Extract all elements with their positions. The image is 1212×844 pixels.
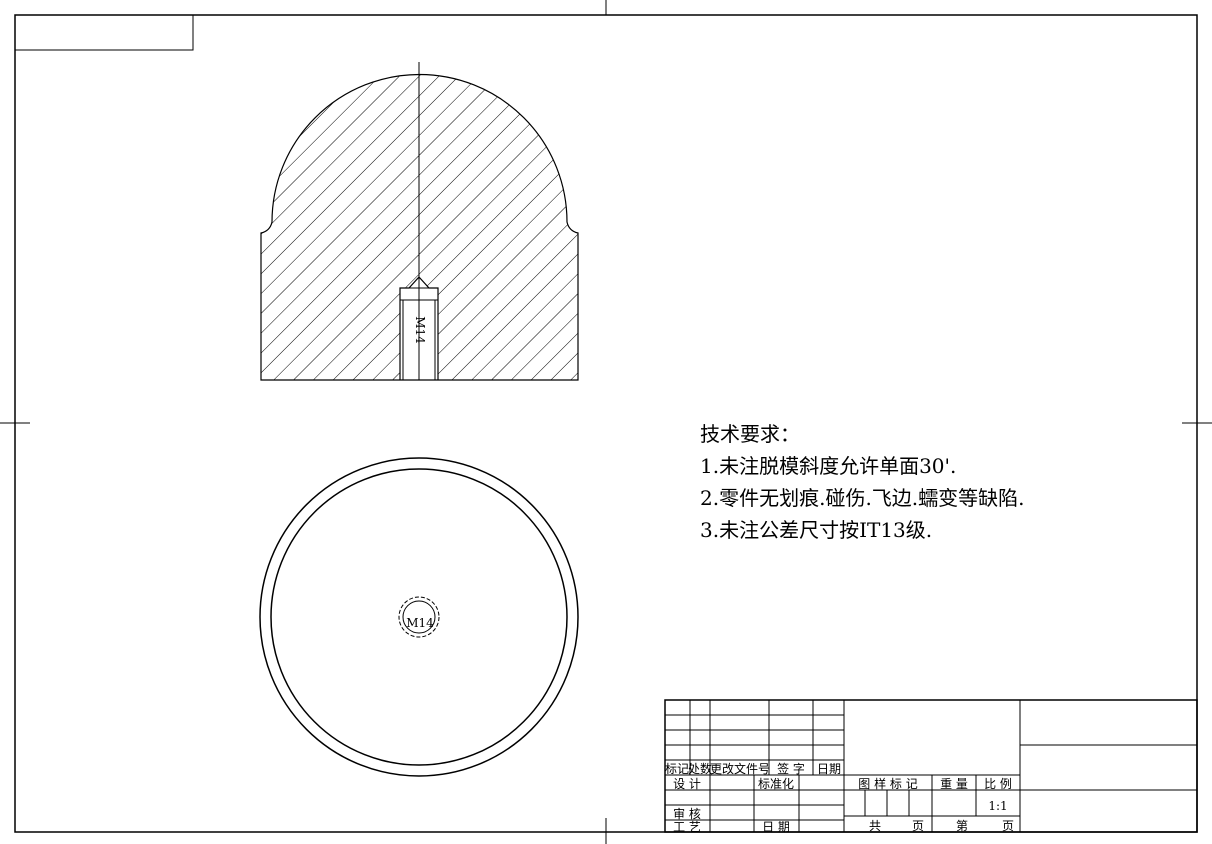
label-date: 日期 xyxy=(817,762,841,776)
label-sheet: 第 xyxy=(956,819,968,833)
top-view: M14 xyxy=(259,457,579,777)
requirement-item: 2.零件无划痕.碰伤.飞边.蠕变等缺陷. xyxy=(700,486,1025,510)
label-drawing-mark: 图 样 标 记 xyxy=(858,776,917,791)
label-standardize: 标准化 xyxy=(758,777,794,791)
label-mark: 标记 xyxy=(665,762,689,776)
section-view: M14 xyxy=(260,62,579,381)
label-count: 处数 xyxy=(688,761,712,776)
requirements-title: 技术要求： xyxy=(700,422,800,446)
outer-circle xyxy=(259,457,579,777)
requirement-item: 1.未注脱模斜度允许单面30'. xyxy=(700,454,956,478)
corner-box xyxy=(14,14,194,51)
label-page2: 页 xyxy=(1002,819,1014,833)
label-weight: 重 量 xyxy=(940,777,968,791)
label-design: 设 计 xyxy=(673,777,701,791)
thread-label-front: M14 xyxy=(413,316,427,344)
thread-minor-circle xyxy=(402,600,436,634)
requirement-item: 3.未注公差尺寸按IT13级. xyxy=(700,518,932,542)
technical-requirements: 技术要求： 1.未注脱模斜度允许单面30'. 2.零件无划痕.碰伤.飞边.蠕变等… xyxy=(700,422,1025,542)
label-review: 审 核 xyxy=(673,806,701,821)
scale-value: 1:1 xyxy=(988,799,1007,813)
label-page: 页 xyxy=(912,819,924,833)
label-signature: 签 字 xyxy=(777,761,805,776)
label-process: 工 艺 xyxy=(673,820,701,834)
title-block: 标记 处数 更改文件号 签 字 日期 设 计 标准化 审 核 工 艺 日 期 图… xyxy=(664,699,1198,834)
label-change-doc: 更改文件号 xyxy=(710,761,770,776)
label-date2: 日 期 xyxy=(762,820,790,834)
thread-major-circle xyxy=(398,596,440,638)
inner-circle xyxy=(270,468,568,766)
label-scale: 比 例 xyxy=(984,777,1012,791)
label-total: 共 xyxy=(869,819,881,833)
thread-label-top: M14 xyxy=(406,616,434,630)
